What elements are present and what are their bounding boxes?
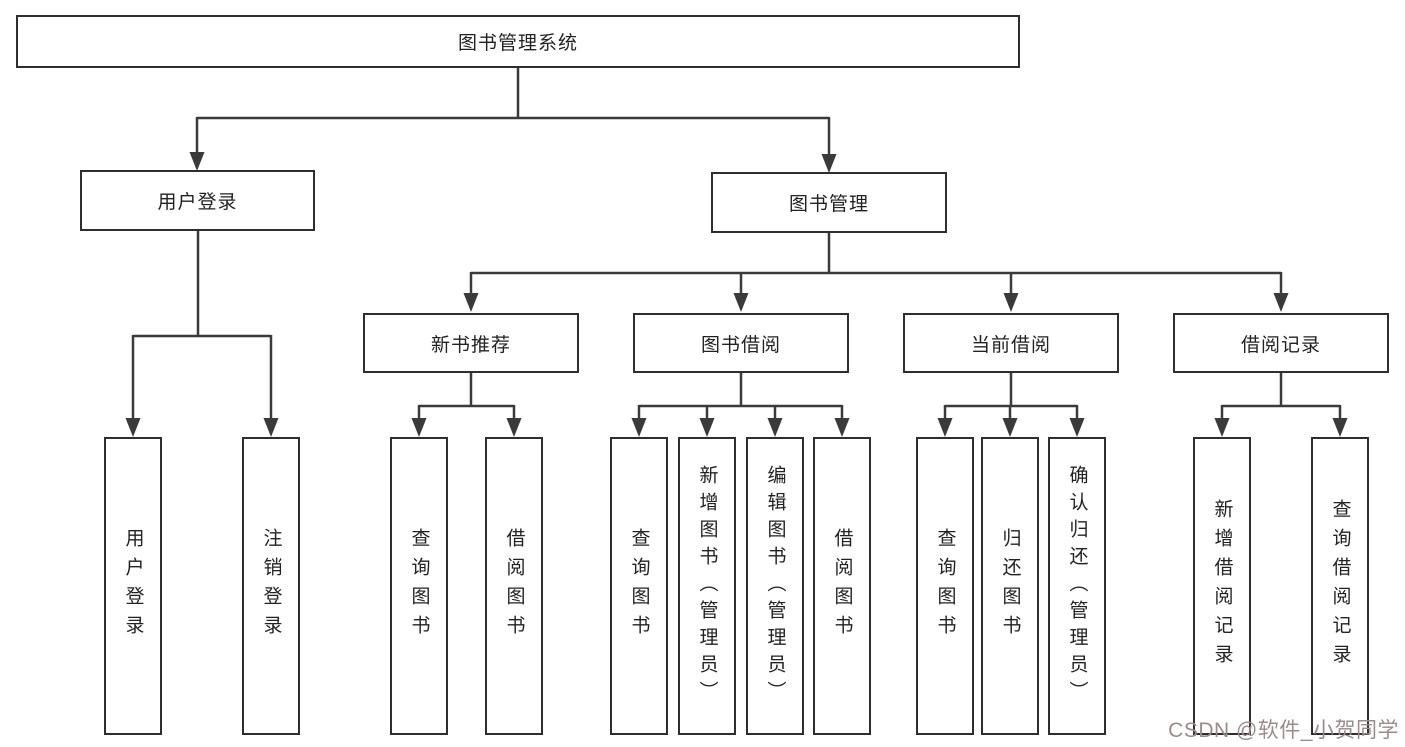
node-current-borrowing: 当前借阅: [903, 313, 1119, 373]
leaf-borrow-books-borrowing-label: 借阅图书: [831, 528, 853, 644]
node-root-system: 图书管理系统: [16, 15, 1020, 68]
node-borrowing-records-label: 借阅记录: [1240, 334, 1321, 356]
node-new-book-recommend-label: 新书推荐: [430, 334, 511, 356]
node-new-book-recommend: 新书推荐: [363, 313, 579, 373]
leaf-user-login-label: 用户登录: [122, 528, 144, 644]
leaf-query-books-current-label: 查询图书: [934, 528, 956, 644]
leaf-add-borrow-record: 新增借阅记录: [1193, 437, 1251, 735]
leaf-query-borrow-record: 查询借阅记录: [1311, 437, 1369, 735]
node-root-label: 图书管理系统: [457, 33, 578, 54]
leaf-return-book-label: 归还图书: [999, 528, 1021, 644]
leaf-edit-book-admin-label: 编辑图书（管理员）: [764, 464, 786, 708]
leaf-query-books-current: 查询图书: [916, 437, 974, 735]
leaf-query-books-recommend: 查询图书: [390, 437, 448, 735]
leaf-query-borrow-record-label: 查询借阅记录: [1329, 499, 1351, 673]
leaf-query-books-borrowing-label: 查询图书: [628, 528, 650, 644]
leaf-confirm-return-admin: 确认归还（管理员）: [1048, 437, 1106, 735]
leaf-query-books-borrowing: 查询图书: [610, 437, 668, 735]
node-book-borrowing-label: 图书借阅: [700, 334, 781, 356]
leaf-add-book-admin-label: 新增图书（管理员）: [696, 464, 718, 708]
node-user-login-branch: 用户登录: [80, 170, 315, 231]
node-book-management-branch: 图书管理: [711, 172, 947, 233]
leaf-user-login: 用户登录: [104, 437, 162, 735]
node-user-login-branch-label: 用户登录: [157, 192, 238, 213]
leaf-borrow-books-recommend: 借阅图书: [485, 437, 543, 735]
csdn-watermark: CSDN @软件_小贺同学: [1168, 719, 1399, 742]
leaf-return-book: 归还图书: [981, 437, 1039, 735]
leaf-add-borrow-record-label: 新增借阅记录: [1211, 499, 1233, 673]
leaf-borrow-books-recommend-label: 借阅图书: [503, 528, 525, 644]
leaf-logout: 注销登录: [242, 437, 300, 735]
leaf-query-books-recommend-label: 查询图书: [408, 528, 430, 644]
node-book-management-branch-label: 图书管理: [788, 194, 869, 215]
leaf-edit-book-admin: 编辑图书（管理员）: [746, 437, 804, 735]
leaf-confirm-return-admin-label: 确认归还（管理员）: [1066, 464, 1088, 708]
leaf-borrow-books-borrowing: 借阅图书: [813, 437, 871, 735]
node-current-borrowing-label: 当前借阅: [970, 334, 1051, 356]
node-book-borrowing: 图书借阅: [633, 313, 849, 373]
leaf-add-book-admin: 新增图书（管理员）: [678, 437, 736, 735]
node-borrowing-records: 借阅记录: [1173, 313, 1389, 373]
leaf-logout-label: 注销登录: [260, 528, 282, 644]
